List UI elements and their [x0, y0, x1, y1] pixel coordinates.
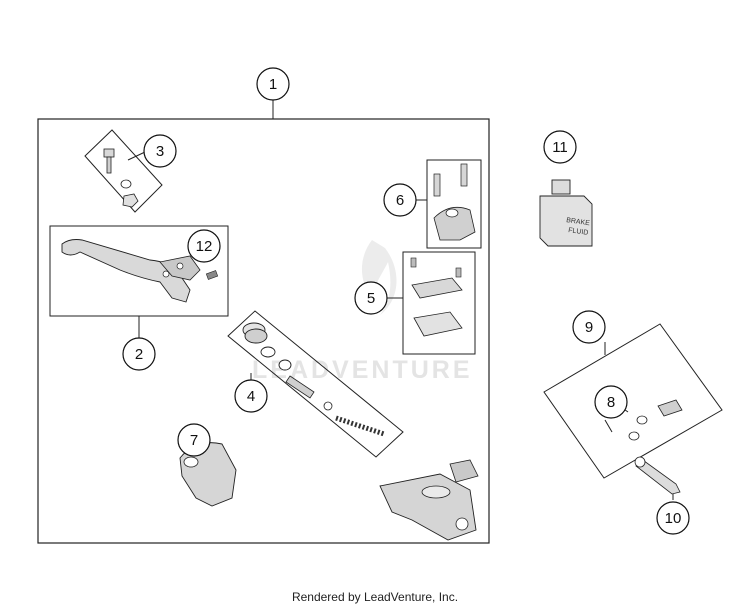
callout-2: 2 — [122, 337, 156, 371]
banjo-fitting-10 — [634, 456, 681, 495]
bottle-label-line1: BRAKE — [566, 217, 591, 227]
svg-text:11: 11 — [552, 139, 568, 156]
callout-9: 9 — [572, 310, 606, 344]
callout-8: 8 — [594, 385, 628, 419]
callout-4: 4 — [234, 379, 268, 413]
svg-text:7: 7 — [190, 432, 198, 449]
svg-text:5: 5 — [367, 290, 375, 307]
callout-3: 3 — [143, 134, 177, 168]
brake-lever-2 — [49, 225, 229, 317]
callout-11: 11 — [543, 130, 577, 164]
hose-kit-9 — [543, 323, 723, 479]
bottle-label-line2: FLUID — [568, 227, 589, 237]
piston-kit-4 — [227, 310, 404, 458]
callout-7: 7 — [177, 423, 211, 457]
svg-text:12: 12 — [196, 238, 213, 255]
brake-fluid-bottle-11: BRAKE FLUID — [539, 179, 593, 247]
svg-text:2: 2 — [135, 346, 143, 363]
master-cylinder-body — [379, 459, 479, 541]
callout-6: 6 — [383, 183, 417, 217]
callout-12: 12 — [187, 229, 221, 263]
svg-text:6: 6 — [396, 192, 404, 209]
handlebar-clamp-6 — [426, 159, 482, 249]
callout-10: 10 — [656, 501, 690, 535]
svg-text:1: 1 — [269, 76, 277, 93]
svg-text:3: 3 — [156, 143, 164, 160]
footer-credit: Rendered by LeadVenture, Inc. — [291, 590, 459, 604]
svg-text:8: 8 — [607, 394, 615, 411]
svg-text:9: 9 — [585, 319, 593, 336]
reservoir-cap-5 — [402, 251, 476, 355]
bolt-kit-3 — [84, 129, 163, 213]
svg-text:10: 10 — [665, 510, 682, 527]
callout-5: 5 — [354, 281, 388, 315]
main-assembly-box — [37, 118, 490, 544]
callout-1: 1 — [256, 67, 290, 101]
svg-text:4: 4 — [247, 388, 255, 405]
